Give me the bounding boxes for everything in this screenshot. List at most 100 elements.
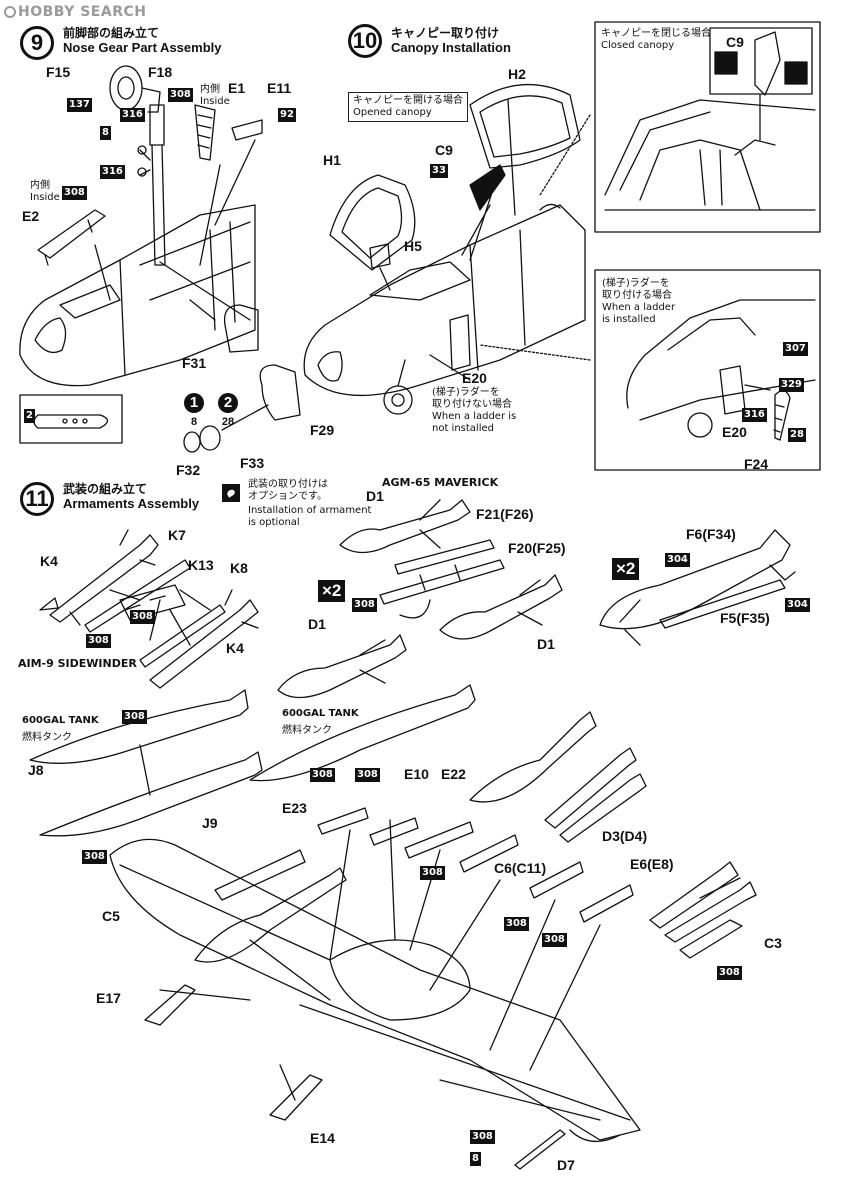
part-label: K7 <box>168 527 186 543</box>
cockpit-fuselage-illustration <box>303 203 586 415</box>
paint-code-badge: 137 <box>67 98 92 112</box>
part-label: F24 <box>744 456 769 472</box>
paint-code-badge: 308 <box>168 88 193 102</box>
part-label: F33 <box>240 455 265 471</box>
nose-fuselage-illustration <box>19 204 256 387</box>
color-step-badge: 2 <box>218 393 238 413</box>
part-label: D1 <box>308 616 326 632</box>
optional-note: オプションです。 <box>248 491 327 502</box>
step-9-number: 9 <box>20 26 54 60</box>
part-label: E22 <box>441 766 466 782</box>
part-label: E2 <box>22 208 40 224</box>
paint-code-badge: 316 <box>120 108 145 122</box>
step-9-title-jp: 前脚部の組み立て <box>63 26 160 40</box>
paint-code-badge: 308 <box>470 1130 495 1144</box>
opened-canopy-note: キャノピーを開ける場合 Opened canopy <box>348 92 468 122</box>
part-label: K8 <box>230 560 248 576</box>
paint-code-badge: 304 <box>665 553 690 567</box>
paint-code-badge: 308 <box>542 933 567 947</box>
part-label: D1 <box>537 636 555 652</box>
part-label: H1 <box>323 152 341 168</box>
no-ladder-note: (梯子)ラダーを <box>432 387 500 398</box>
step-11-title-jp: 武装の組み立て <box>63 482 148 496</box>
quantity-badge: ×2 <box>612 558 640 580</box>
part-label: K4 <box>40 553 58 569</box>
part-label: K13 <box>188 557 214 573</box>
part-label: F15 <box>46 64 71 80</box>
ladder-note: 取り付ける場合 <box>602 290 672 301</box>
paint-code-badge: 33 <box>430 164 448 178</box>
tank-title-jp: 燃料タンク <box>22 732 72 743</box>
ladder-note: (梯子)ラダーを <box>602 278 670 289</box>
part-label: F31 <box>182 355 207 371</box>
paint-code-badge: 308 <box>62 186 87 200</box>
inside-note-jp: 内側 <box>30 180 50 191</box>
part-label: E23 <box>282 800 307 816</box>
inside-note-en: Inside <box>30 192 60 203</box>
inside-note-en: Inside <box>200 96 230 107</box>
paint-code-badge: 308 <box>310 768 335 782</box>
part-label: E14 <box>310 1130 335 1146</box>
optional-note: 武装の取り付けは <box>248 479 328 490</box>
watermark-logo-icon <box>4 6 16 18</box>
paint-code-badge: 308 <box>82 850 107 864</box>
part-label: J9 <box>202 815 218 831</box>
part-label: F21(F26) <box>476 506 534 522</box>
paint-code-badge: 308 <box>504 917 529 931</box>
part-label: K4 <box>226 640 244 656</box>
watermark: HOBBY SEARCH <box>4 4 146 20</box>
optional-icon <box>222 484 240 502</box>
ladder-note: is installed <box>602 314 656 325</box>
part-label: E1 <box>228 80 246 96</box>
closed-canopy-note-en: Closed canopy <box>601 40 675 51</box>
part-label: E11 <box>267 80 292 96</box>
part-label: E10 <box>404 766 429 782</box>
part-label: E6(E8) <box>630 856 674 872</box>
paint-code-badge: 308 <box>717 966 742 980</box>
paint-code-badge: 308 <box>130 610 155 624</box>
paint-code-badge: 8 <box>100 126 111 140</box>
color-step-code: 28 <box>221 416 235 428</box>
paint-code-badge: 2 <box>24 409 35 423</box>
no-ladder-note: not installed <box>432 423 494 434</box>
tank-title-en: 600GAL TANK <box>22 715 99 726</box>
tank-title-jp: 燃料タンク <box>282 725 332 736</box>
sidewinder-title: AIM-9 SIDEWINDER <box>18 657 137 670</box>
part-label: F5(F35) <box>720 610 770 626</box>
part-label: D3(D4) <box>602 828 648 844</box>
part-label: C9 <box>726 34 744 50</box>
paint-code-badge: 28 <box>788 428 806 442</box>
color-step-code: 8 <box>190 416 198 428</box>
optional-note: Installation of armament <box>248 505 372 516</box>
paint-code-badge: 308 <box>122 710 147 724</box>
paint-code-badge: 304 <box>785 598 810 612</box>
part-label: F32 <box>176 462 201 478</box>
wing-illustration <box>109 838 641 1141</box>
closed-canopy-note-jp: キャノピーを閉じる場合 <box>601 28 711 39</box>
paint-code-badge: 307 <box>783 342 808 356</box>
paint-code-badge: 316 <box>100 165 125 179</box>
paint-code-badge: 316 <box>742 408 767 422</box>
part-label: E20 <box>462 370 487 386</box>
step-10-title-jp: キャノピー取り付け <box>391 26 500 40</box>
part-label: H5 <box>404 238 422 254</box>
paint-code-badge: 8 <box>470 1152 481 1166</box>
paint-code-badge: 308 <box>355 768 380 782</box>
color-step-badge: 1 <box>184 393 204 413</box>
tank-title-en: 600GAL TANK <box>282 708 359 719</box>
part-label: F29 <box>310 422 335 438</box>
part-label: F20(F25) <box>508 540 566 556</box>
part-label: E17 <box>96 990 121 1006</box>
no-ladder-note: When a ladder is <box>432 411 517 422</box>
part-label: D7 <box>557 1157 575 1173</box>
paint-code-badge: 308 <box>420 866 445 880</box>
paint-code-badge: 329 <box>779 378 804 392</box>
part-label: F6(F34) <box>686 526 736 542</box>
maverick-top <box>339 499 471 554</box>
paint-code-badge: 308 <box>352 598 377 612</box>
paint-code-badge: 92 <box>278 108 296 122</box>
step-11-title-en: Armaments Assembly <box>63 496 200 511</box>
paint-code-badge: 308 <box>86 634 111 648</box>
